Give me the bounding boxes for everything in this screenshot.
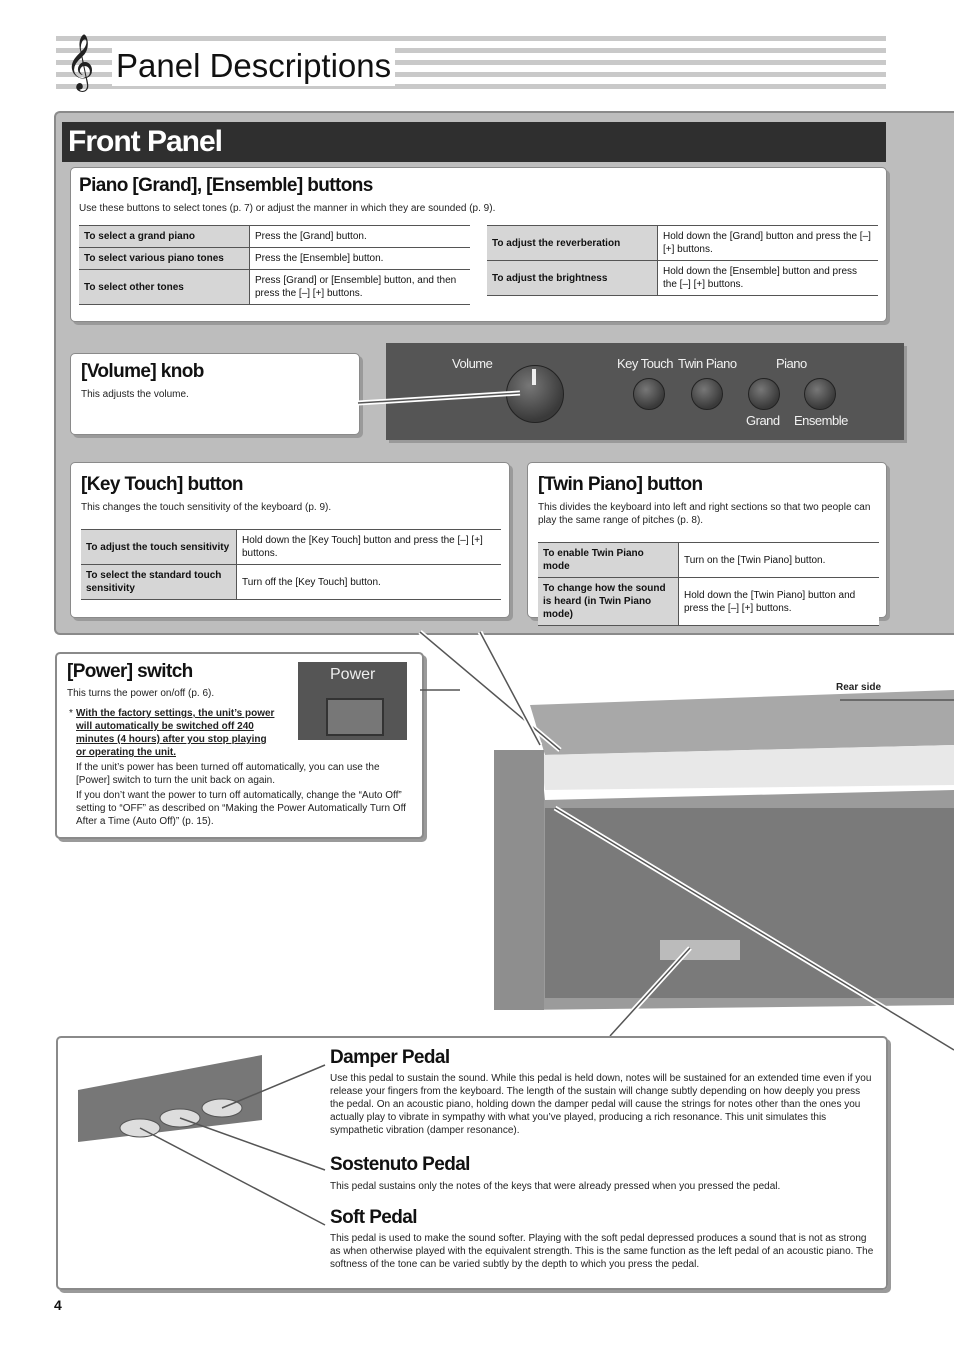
power-switch[interactable] <box>326 698 384 736</box>
twin-piano-button[interactable] <box>691 378 723 410</box>
volume-label: Volume <box>452 356 493 371</box>
piano-label: Piano <box>776 356 807 371</box>
volume-knob-indicator <box>532 369 536 385</box>
table-cell: Turn on the [Twin Piano] button. <box>678 542 879 578</box>
volume-description: This adjusts the volume. <box>81 389 189 400</box>
callout-line <box>418 630 562 752</box>
twin-piano-label: Twin Piano <box>678 356 737 371</box>
table-cell: Hold down the [Twin Piano] button and pr… <box>678 577 879 626</box>
piano-buttons-card: Piano [Grand], [Ensemble] buttons Use th… <box>70 167 887 322</box>
soft-pedal-heading: Soft Pedal <box>330 1207 418 1228</box>
table-cell: To select other tones <box>79 269 250 305</box>
key-touch-card: [Key Touch] button This changes the touc… <box>70 462 510 618</box>
key-touch-label: Key Touch <box>617 356 673 371</box>
table-cell: Press the [Grand] button. <box>249 225 470 248</box>
damper-pedal-heading: Damper Pedal <box>330 1047 450 1068</box>
soft-pedal-description: This pedal is used to make the sound sof… <box>330 1233 874 1270</box>
table-cell: To select various piano tones <box>79 247 250 270</box>
table-cell: To change how the sound is heard (in Twi… <box>538 577 679 626</box>
twin-piano-heading: [Twin Piano] button <box>538 474 703 495</box>
piano-buttons-heading: Piano [Grand], [Ensemble] buttons <box>79 175 373 196</box>
table-row: To change how the sound is heard (in Twi… <box>538 577 879 626</box>
piano-pedal-board <box>660 940 740 960</box>
control-panel-illustration: Volume Key Touch Twin Piano Piano Grand … <box>386 343 904 440</box>
table-cell: To adjust the touch sensitivity <box>81 529 237 565</box>
table-cell: Hold down the [Grand] button and press t… <box>657 225 878 261</box>
power-note-bold: With the factory settings, the unit’s po… <box>76 708 275 758</box>
piano-keyboard <box>540 745 954 790</box>
power-description: This turns the power on/off (p. 6). <box>67 688 215 699</box>
grand-button[interactable] <box>748 378 780 410</box>
sostenuto-pedal-description: This pedal sustains only the notes of th… <box>330 1181 781 1192</box>
volume-heading: [Volume] knob <box>81 361 204 382</box>
page-number: 4 <box>54 1297 62 1313</box>
table-cell: Hold down the [Key Touch] button and pre… <box>236 529 501 565</box>
callout-line <box>419 631 561 751</box>
callout-line <box>553 805 954 1053</box>
table-cell: To select a grand piano <box>79 225 250 248</box>
callout-line <box>609 947 691 1037</box>
callout-line <box>479 631 541 746</box>
twin-piano-card: [Twin Piano] button This divides the key… <box>527 462 887 626</box>
front-panel-title-bar <box>62 122 886 162</box>
pedals-card: Damper Pedal Use this pedal to sustain t… <box>56 1036 888 1290</box>
table-cell: Turn off the [Key Touch] button. <box>236 564 501 600</box>
table-cell: To adjust the reverberation <box>487 225 658 261</box>
table-cell: To adjust the brightness <box>487 260 658 296</box>
table-row: To select the standard touch sensitivity… <box>81 564 501 600</box>
key-touch-description: This changes the touch sensitivity of th… <box>81 502 332 513</box>
power-note-1: If the unit’s power has been turned off … <box>76 762 380 786</box>
twin-piano-description: This divides the keyboard into left and … <box>538 502 871 526</box>
rear-side-label: Rear side <box>836 682 882 693</box>
front-panel-title: Front Panel <box>68 125 223 158</box>
sostenuto-pedal-heading: Sostenuto Pedal <box>330 1154 470 1175</box>
volume-card: [Volume] knob This adjusts the volume. <box>70 353 360 435</box>
table-cell: Press [Grand] or [Ensemble] button, and … <box>249 269 470 305</box>
key-touch-heading: [Key Touch] button <box>81 474 244 495</box>
callout-line <box>554 807 954 1051</box>
table-cell: To select the standard touch sensitivity <box>81 564 237 600</box>
power-note-2: If you don’t want the power to turn off … <box>76 790 406 827</box>
piano-body <box>494 750 954 1010</box>
grand-label: Grand <box>746 413 780 428</box>
page-title: Panel Descriptions <box>112 46 396 86</box>
piano-buttons-description: Use these buttons to select tones (p. 7)… <box>79 203 496 214</box>
ensemble-button[interactable] <box>804 378 836 410</box>
note-marker: * <box>69 708 73 719</box>
piano-cavity <box>545 808 954 998</box>
table-cell: Hold down the [Ensemble] button and pres… <box>657 260 878 296</box>
treble-clef-icon: 𝄞 <box>66 34 95 90</box>
table-cell: To enable Twin Piano mode <box>538 542 679 578</box>
power-card: [Power] switch This turns the power on/o… <box>55 652 424 839</box>
power-heading: [Power] switch <box>67 661 193 682</box>
callout-line <box>477 630 543 747</box>
piano-leg-left <box>494 750 544 1010</box>
piano-lid <box>530 690 954 755</box>
ensemble-label: Ensemble <box>794 413 848 428</box>
power-panel-label: Power <box>330 666 376 683</box>
header-stripes <box>56 36 886 90</box>
key-touch-button[interactable] <box>633 378 665 410</box>
damper-pedal-description: Use this pedal to sustain the sound. Whi… <box>330 1073 872 1136</box>
table-cell: Press the [Ensemble] button. <box>249 247 470 270</box>
callout-line <box>608 946 692 1038</box>
